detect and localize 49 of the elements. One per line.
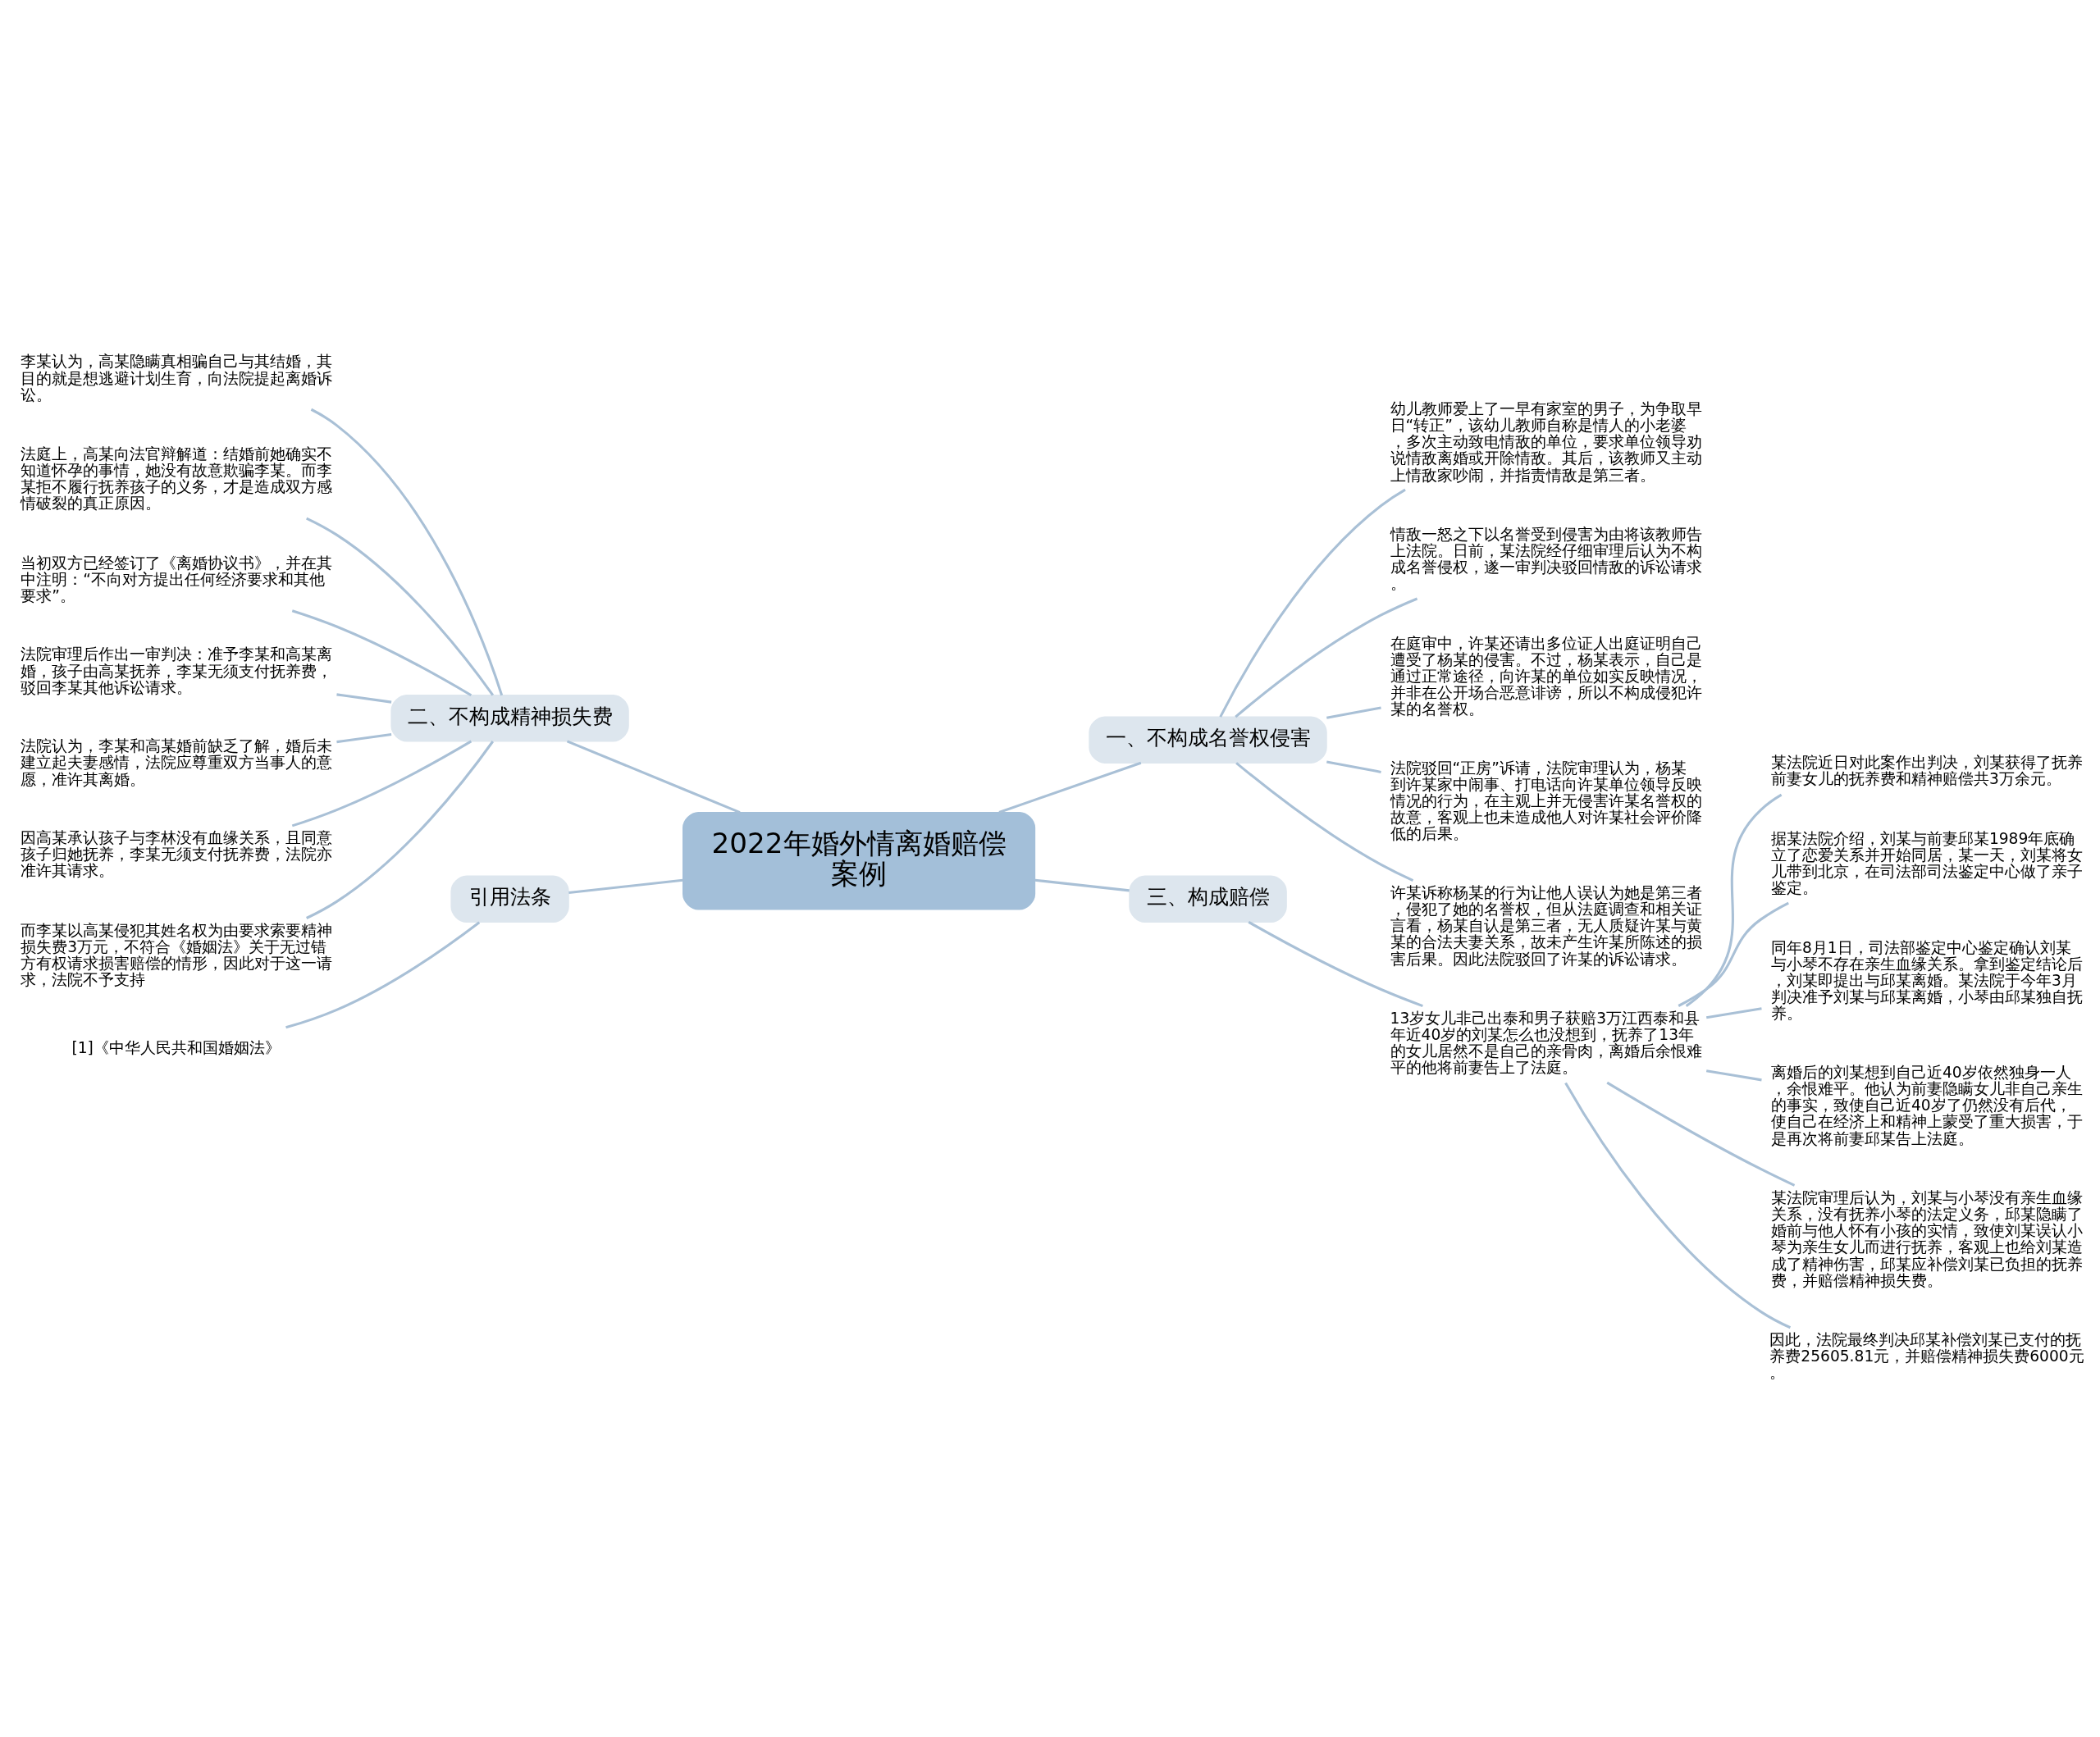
node-text: 情敌一怒之下以名誉受到侵害为由将该教师告上法院。日前，某法院经仔细审理后认为不构成名誉侵权，遂一审判决驳回情敌的诉讼请求。: [1390, 525, 1702, 593]
node-box: 二、不构成精神损失费: [390, 695, 629, 742]
node-box: 三、构成赔偿: [1129, 875, 1287, 923]
node-text: 同年8月1日，司法部鉴定中心鉴定确认刘某与小琴不存在亲生血缘关系。拿到鉴定结论后，刘某即提出与邱某离婚。某法院于今年3月判决准予刘某与邱某离婚，小琴由邱某独自抚养。: [1770, 938, 2083, 1023]
connector: [1606, 1081, 1796, 1187]
connector: [998, 761, 1142, 814]
connector: [1219, 488, 1406, 718]
node-text: 法庭上，高某向法官辩解道：结婚前她确实不知道怀孕的事情，她没有故意欺骗李某。而李某拒不履行抚养孩子的义务，才是造成双方感情破裂的真正原因。: [21, 445, 333, 513]
node-text: 某法院审理后认为，刘某与小琴没有亲生血缘关系，没有抚养小琴的法定义务，邱某隐瞒了婚前与他人怀有小孩的实情，致使刘某误认小琴为亲生女儿而进行抚养，客观上也给刘某造成了精神伤害，邱某应补偿刘某已负担的抚养费，并赔偿精神损失费。: [1770, 1188, 2083, 1289]
node-text: 在庭审中，许某还请出多位证人出庭证明自己遭受了杨某的侵害。不过，杨某表示，自己是通过正常途径，向许某的单位如实反映情况，并非在公开场合恶意诽谤，所以不构成侵犯许某的名誉权。: [1390, 634, 1702, 718]
node-text: 幼儿教师爱上了一早有家室的男子，为争取早日“转正”，该幼儿教师自称是情人的小老婆，多次主动致电情敌的单位，要求单位领导劝说情敌离婚或开除情敌。其后，该教师又主动上情敌家吵闹，并指责情敌是第三者。: [1390, 399, 1702, 484]
node-text: 法院驳回“正房”诉请，法院审理认为，杨某到许某家中闹事、打电话向许某单位领导反映情况的行为，在主观上并无侵害许某名誉权的故意，客观上也未造成他人对许某社会评价降低的后果。: [1390, 759, 1702, 843]
node-box: 引用法条: [450, 875, 569, 923]
connector: [336, 732, 392, 744]
node-text: 因高某承认孩子与李林没有血缘关系，且同意孩子归她抚养，李某无须支付抚养费，法院亦准许其请求。: [21, 829, 333, 880]
node-text: 法院审理后作出一审判决：准予李某和高某离婚，孩子由高某抚养，李某无须支付抚养费，驳回李某其他诉讼请求。: [21, 645, 333, 696]
connector: [1678, 901, 1789, 1007]
node-text: 法院认为，李某和高某婚前缺乏了解，婚后未建立起夫妻感情，法院应尊重双方当事人的意愿，准许其离婚。: [21, 737, 333, 788]
node-text: 离婚后的刘某想到自己近40岁依然独身一人，余恨难平。他认为前妻隐瞒女儿非自己亲生的事实，致使自己近40岁了仍然没有后代，使自己在经济上和精神上蒙受了重大损害，于是再次将前妻邱某告上法庭。: [1770, 1063, 2083, 1147]
connector: [336, 693, 392, 704]
connector: [1235, 597, 1418, 718]
connector: [291, 609, 472, 697]
node-text: 某法院近日对此案作出判决，刘某获得了抚养前妻女儿的抚养费和精神赔偿共3万余元。: [1770, 753, 2083, 787]
connector: [285, 921, 481, 1029]
connector: [1564, 1082, 1792, 1329]
connector: [1326, 706, 1381, 719]
connector: [566, 740, 741, 814]
connector: [1685, 793, 1783, 1007]
connector: [310, 408, 504, 696]
node-text: 李某认为，高某隐瞒真相骗自己与其结婚，其目的就是想逃避计划生育，向法院提起离婚诉讼。: [21, 353, 333, 403]
node-text: 许某诉称杨某的行为让他人误认为她是第三者，侵犯了她的名誉权，但从法庭调查和相关证言看，杨某自认是第三者，无人质疑许某与黄某的合法夫妻关系，故未产生许某所陈述的损害后果。因此法院驳回了许某的诉讼请求。: [1390, 883, 1702, 968]
node-text: 而李某以高某侵犯其姓名权为由要求索要精神损失费3万元，不符合《婚姻法》关于无过错方有权请求损害赔偿的情形，因此对于这一请求，法院不予支持: [21, 921, 333, 989]
node-text: 当初双方已经签订了《离婚协议书》，并在其中注明：“不向对方提出任何经济要求和其他要求”。: [21, 554, 333, 605]
connector: [1248, 920, 1423, 1008]
node-text: [1]《中华人民共和国婚姻法》: [71, 1039, 281, 1057]
node-text: 13岁女儿非己出泰和男子获赔3万江西泰和县年近40岁的刘某怎么也没想到，抚养了13年的女儿居然不是自己的亲骨肉，离婚后余恨难平的他将前妻告上了法庭。: [1390, 1009, 1702, 1077]
connector: [291, 740, 472, 827]
connector: [306, 741, 495, 919]
connector: [1235, 762, 1414, 882]
connector: [306, 517, 495, 696]
connector: [1705, 1069, 1762, 1082]
connector: [1034, 878, 1130, 892]
connector: [568, 878, 683, 895]
node-box: 一、不构成名誉权侵害: [1089, 716, 1327, 764]
node-text: 据某法院介绍，刘某与前妻邱某1989年底确立了恋爱关系并开始同居，某一天，刘某将女儿带到北京，在司法部司法鉴定中心做了亲子鉴定。: [1770, 829, 2083, 897]
connector: [1705, 1007, 1762, 1019]
connector: [1326, 760, 1381, 773]
node-text: 因此，法院最终判决邱某补偿刘某已支付的抚养费25605.81元，并赔偿精神损失费6000元。: [1769, 1330, 2084, 1382]
node-box: 2022年婚外情离婚赔偿案例: [682, 811, 1036, 910]
